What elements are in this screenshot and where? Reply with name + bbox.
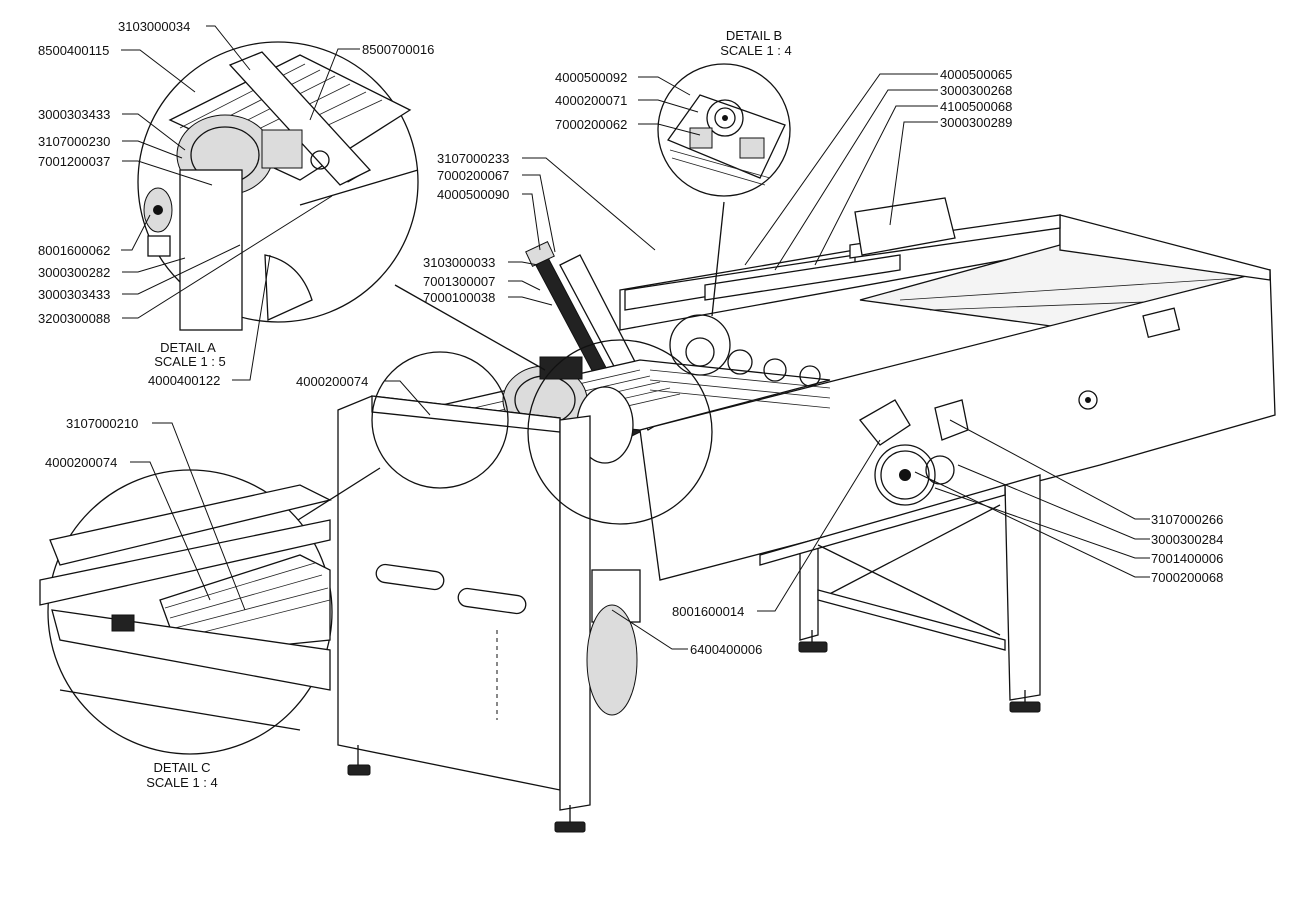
part-label: 4000500090	[437, 187, 509, 202]
part-label: 4000400122	[148, 373, 220, 388]
part-label: 3103000033	[423, 255, 495, 270]
part-label: 8500700016	[362, 42, 434, 57]
part-label: 3107000210	[66, 416, 138, 431]
part-label: 7000100038	[423, 290, 495, 305]
detail-b-callout	[669, 314, 731, 376]
part-label: 7000200062	[555, 117, 627, 132]
detail-c-scale: SCALE 1 : 4	[146, 775, 218, 790]
part-label: 3107000233	[437, 151, 509, 166]
part-label: 3000303433	[38, 107, 110, 122]
part-label: 4000200074	[296, 374, 368, 389]
part-label: 4000500092	[555, 70, 627, 85]
part-label: 4000500065	[940, 67, 1012, 82]
part-label: 3200300088	[38, 311, 110, 326]
part-label: 8001600062	[38, 243, 110, 258]
detail-b-title: DETAIL B	[726, 28, 782, 43]
drive-sprocket	[859, 399, 969, 506]
part-labels: 3103000034 8500400115 8500700016 3000303…	[38, 19, 1223, 657]
part-label: 4100500068	[940, 99, 1012, 114]
part-label: 7001300007	[423, 274, 495, 289]
detail-b-scale: SCALE 1 : 4	[720, 43, 792, 58]
leader-lines	[121, 25, 1150, 650]
detail-a-title: DETAIL A	[160, 340, 216, 355]
machine-assembly	[337, 197, 1276, 833]
detail-c-view	[39, 469, 333, 755]
detail-b-view	[657, 63, 791, 197]
part-label: 3107000230	[38, 134, 110, 149]
part-label: 8001600014	[672, 604, 744, 619]
detail-a-scale: SCALE 1 : 5	[154, 354, 226, 369]
detail-a-callout	[527, 339, 713, 525]
part-label: 7001400006	[1151, 551, 1223, 566]
part-label: 4000200074	[45, 455, 117, 470]
part-label: 3000300284	[1151, 532, 1223, 547]
part-label: 3103000034	[118, 19, 190, 34]
part-label: 7001200037	[38, 154, 110, 169]
detail-c-title: DETAIL C	[153, 760, 210, 775]
part-label: 3000300289	[940, 115, 1012, 130]
part-label: 8500400115	[38, 43, 109, 58]
part-label: 3000300282	[38, 265, 110, 280]
part-label: 3000300268	[940, 83, 1012, 98]
part-label: 3107000266	[1151, 512, 1223, 527]
part-label: 7000200068	[1151, 570, 1223, 585]
detail-a-view	[137, 41, 419, 331]
part-label: 6400400006	[690, 642, 762, 657]
part-label: 7000200067	[437, 168, 509, 183]
detail-c-callout	[371, 351, 509, 489]
part-label: 4000200071	[555, 93, 627, 108]
part-label: 3000303433	[38, 287, 110, 302]
